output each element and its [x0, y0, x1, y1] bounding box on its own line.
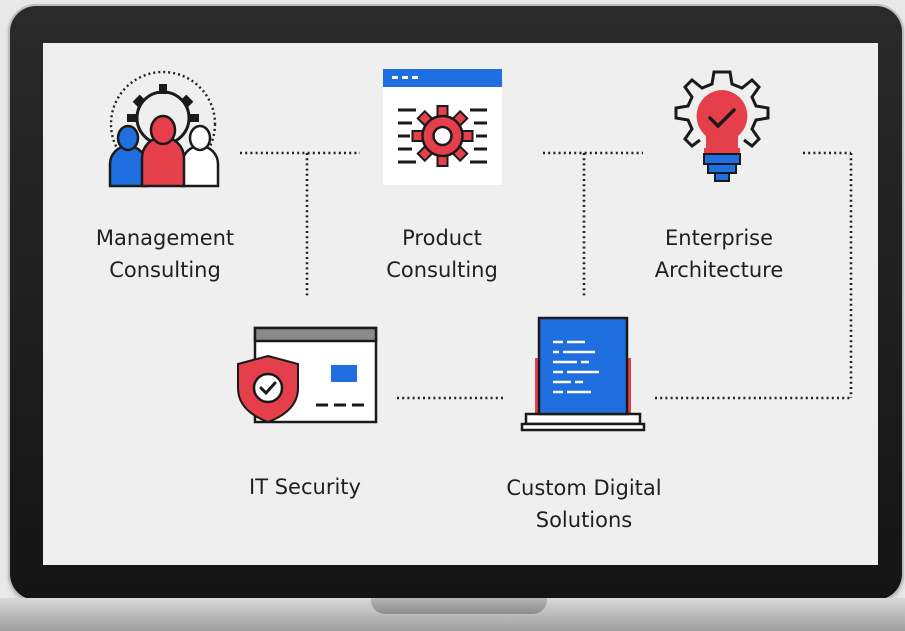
laptop-base-notch	[371, 598, 547, 614]
service-label-product-consulting: Product Consulting	[386, 226, 498, 282]
lightbulb-gear-icon	[674, 70, 770, 182]
team-gear-icon	[108, 70, 220, 188]
service-label-it-security: IT Security	[249, 475, 361, 499]
service-label-custom-digital-solutions: Custom Digital Solutions	[506, 476, 662, 532]
browser-gear-icon	[383, 69, 502, 185]
laptop-code-icon	[520, 316, 646, 432]
shield-card-icon	[237, 326, 378, 424]
service-label-management-consulting: Management Consulting	[95, 226, 235, 282]
service-label-enterprise-architecture: Enterprise Architecture	[654, 226, 784, 282]
